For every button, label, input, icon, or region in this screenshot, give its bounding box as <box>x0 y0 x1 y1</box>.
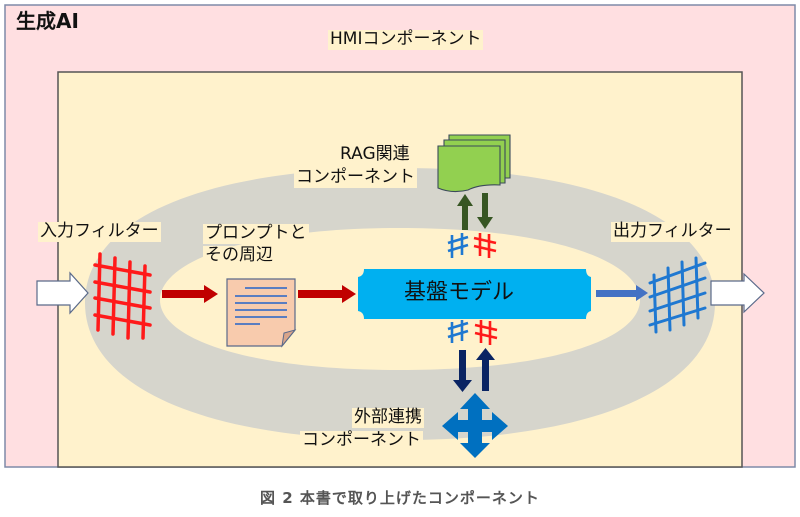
external-component-icon <box>442 393 508 458</box>
prompt-to-model-arrow-icon <box>298 285 356 303</box>
base-model-box <box>358 269 591 319</box>
input-filter-label: 入力フィルター <box>38 221 161 242</box>
rag-up-arrow-icon <box>457 194 473 230</box>
ext-up-arrow-icon <box>476 348 495 391</box>
model-to-output-arrow-icon <box>596 285 648 301</box>
output-filter-label: 出力フィルター <box>611 221 734 242</box>
prompt-label-line2: その周辺 <box>203 245 275 266</box>
ext-output-filter-icon <box>447 320 469 343</box>
figure-caption: 図 2 本書で取り上げたコンポーネント <box>260 489 540 507</box>
input-filter-icon <box>93 252 152 340</box>
ext-down-arrow-icon <box>453 350 472 392</box>
base-model-label: 基盤モデル <box>404 280 515 305</box>
rag-output-filter-icon <box>447 233 469 258</box>
external-label-line2: コンポーネント <box>300 430 423 451</box>
external-label-line1: 外部連携 <box>352 407 424 428</box>
hmi-component-label: HMIコンポーネント <box>328 29 484 50</box>
rag-label-line2: コンポーネント <box>294 167 417 188</box>
ext-input-filter-icon <box>474 320 498 345</box>
prompt-document-icon <box>226 278 297 348</box>
output-filter-icon <box>648 256 707 334</box>
rag-input-filter-icon <box>473 233 497 258</box>
prompt-label-line1: プロンプトと <box>203 223 309 244</box>
rag-label-line1: RAG関連 <box>338 144 412 165</box>
output-arrow-icon <box>710 272 765 314</box>
filter-to-prompt-arrow-icon <box>162 285 218 303</box>
rag-documents-icon <box>437 134 511 193</box>
generative-ai-label: 生成AI <box>16 9 79 33</box>
input-arrow-icon <box>36 271 89 315</box>
rag-down-arrow-icon <box>477 193 493 229</box>
